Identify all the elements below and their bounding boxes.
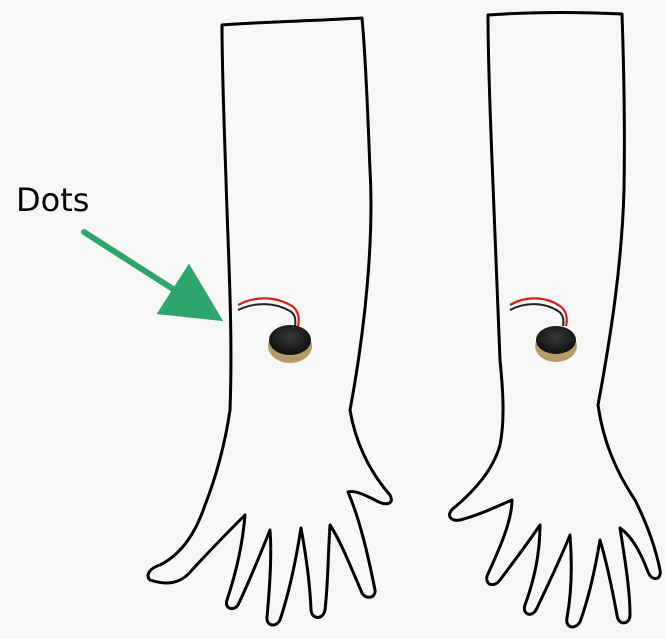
dots-arrow: [84, 232, 198, 305]
right-arm-outline: [450, 13, 661, 627]
left-arm-outline: [148, 18, 391, 625]
right-vibration-motor: [535, 326, 577, 362]
right-motor-wires: [510, 298, 567, 326]
left-motor-wires: [238, 298, 299, 326]
dots-label: Dots: [16, 180, 89, 220]
left-vibration-motor: [268, 325, 312, 363]
